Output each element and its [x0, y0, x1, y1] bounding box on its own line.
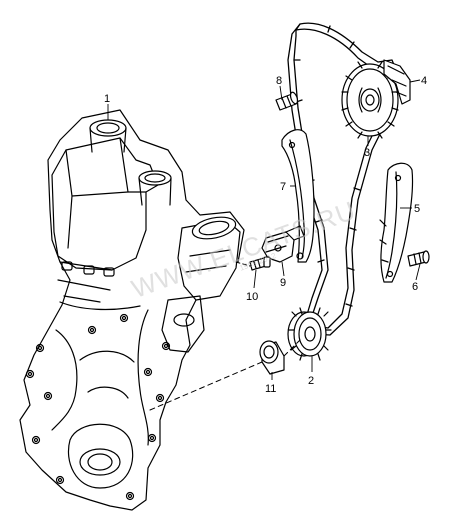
leader-line-10	[253, 269, 257, 289]
leader-line-4	[409, 79, 421, 83]
camshaft-sprocket	[341, 59, 411, 139]
tensioner-rail	[281, 129, 315, 263]
callout-10: 10	[246, 291, 258, 303]
callout-7: 7	[280, 181, 286, 193]
crankshaft-sprocket	[287, 307, 332, 361]
callout-3: 3	[364, 147, 370, 159]
guide-pin-bolt	[407, 250, 430, 267]
tensioner-axis-line	[235, 261, 251, 267]
guide-bolt-upper	[275, 91, 299, 111]
leader-line-9	[281, 261, 285, 277]
assembly-axis-line	[149, 339, 301, 411]
callout-11: 11	[265, 383, 276, 395]
callout-4: 4	[421, 75, 427, 87]
callout-9: 9	[280, 277, 286, 289]
callout-2: 2	[308, 375, 314, 387]
spacer-bushing	[259, 340, 285, 375]
callout-6: 6	[412, 281, 418, 293]
callout-1: 1	[104, 93, 110, 105]
tensioner-bolt	[249, 256, 271, 271]
leader-line-6	[415, 263, 421, 281]
callout-8: 8	[276, 75, 282, 87]
chain-tensioner	[261, 225, 305, 263]
callout-5: 5	[414, 203, 420, 215]
leader-line-8	[279, 85, 283, 101]
timing-cover-housing	[19, 109, 245, 511]
guide-rail	[379, 162, 414, 283]
